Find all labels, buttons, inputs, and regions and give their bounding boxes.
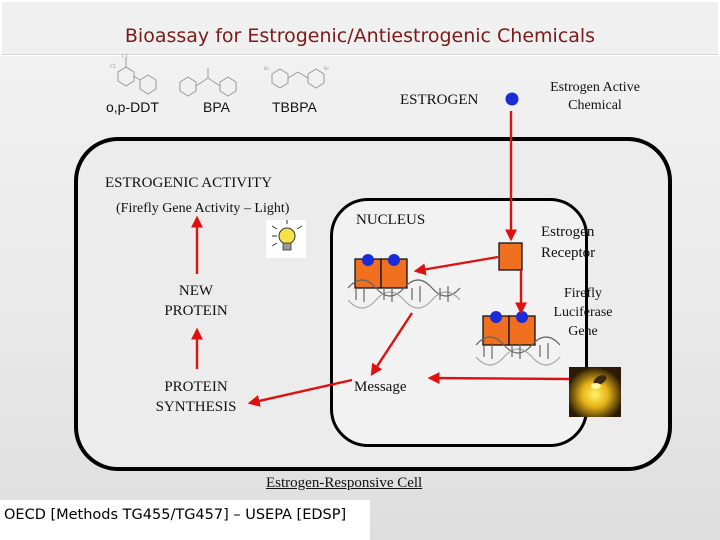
firefly-luciferase-gene-label: Firefly Luciferase Gene [540, 284, 626, 341]
title-banner-inner [2, 2, 718, 55]
arrow-dna-to-message [370, 312, 414, 377]
estrogen-active-chemical-label: Estrogen Active Chemical [530, 79, 660, 115]
nucleus-label: NUCLEUS [356, 212, 426, 228]
page-title: Bioassay for Estrogenic/Antiestrogenic C… [124, 25, 596, 47]
nucleus-membrane [330, 198, 588, 447]
cell-label: Estrogen-Responsive Cell [266, 475, 423, 491]
dna-helix-2-icon [475, 336, 561, 366]
ddt-structure-icon: Cl Cl [110, 54, 157, 95]
title-banner [0, 0, 720, 56]
new-protein-line2: PROTEIN [164, 303, 228, 319]
svg-text:Br: Br [324, 67, 329, 72]
new-protein-label: NEW PROTEIN [140, 281, 252, 321]
svg-text:Cl: Cl [122, 54, 128, 60]
dna-helix-1-icon [347, 279, 461, 309]
svg-text:Br: Br [264, 67, 269, 72]
firefly-glow-icon [569, 367, 621, 417]
arrow-firefly-to-message [427, 372, 570, 385]
receptor-dimer-1 [354, 254, 408, 289]
estrogenic-activity-label: ESTROGENIC ACTIVITY [105, 175, 273, 191]
luciferase-line1: Firefly [563, 286, 603, 301]
protein-synthesis-label: PROTEIN SYNTHESIS [140, 377, 252, 417]
chemical-label-tbbpa: TBBPA [272, 99, 317, 115]
protein-synthesis-line1: PROTEIN [164, 379, 228, 395]
new-protein-line1: NEW [178, 283, 214, 299]
luciferase-line3: Gene [568, 324, 598, 339]
luciferase-line2: Luciferase [553, 305, 613, 320]
estrogen-receptor-label: Estrogen Receptor [541, 222, 595, 264]
tbbpa-structure-icon: Br Br [264, 67, 329, 89]
firefly-activity-label: (Firefly Gene Activity – Light) [116, 201, 290, 216]
protein-synthesis-line2: SYNTHESIS [155, 399, 237, 415]
bpa-structure-icon [179, 68, 237, 97]
receptor-dimer-2 [482, 311, 536, 346]
free-receptor-icon [498, 242, 523, 271]
estrogen-active-line1: Estrogen Active [550, 80, 640, 95]
arrow-receptor-to-dna [413, 255, 499, 276]
estrogen-receptor-line1: Estrogen [541, 224, 595, 240]
estrogen-ligand-icon [505, 92, 519, 106]
footer-background [0, 500, 370, 540]
chemical-label-ddt: o,p-DDT [106, 99, 159, 115]
estrogen-label: ESTROGEN [400, 92, 479, 108]
footer-citation: OECD [Methods TG455/TG457] – USEPA [EDSP… [4, 507, 347, 523]
light-bulb-icon [266, 220, 306, 258]
estrogen-active-line2: Chemical [568, 98, 622, 113]
message-label: Message [354, 379, 407, 395]
arrow-message-to-synthesis [247, 378, 353, 407]
estrogen-receptor-line2: Receptor [541, 245, 596, 261]
chemical-label-bpa: BPA [203, 99, 230, 115]
chemical-structures: Cl Cl Br Br [110, 54, 329, 97]
svg-text:Cl: Cl [110, 64, 116, 70]
pathway-arrows [191, 111, 570, 407]
